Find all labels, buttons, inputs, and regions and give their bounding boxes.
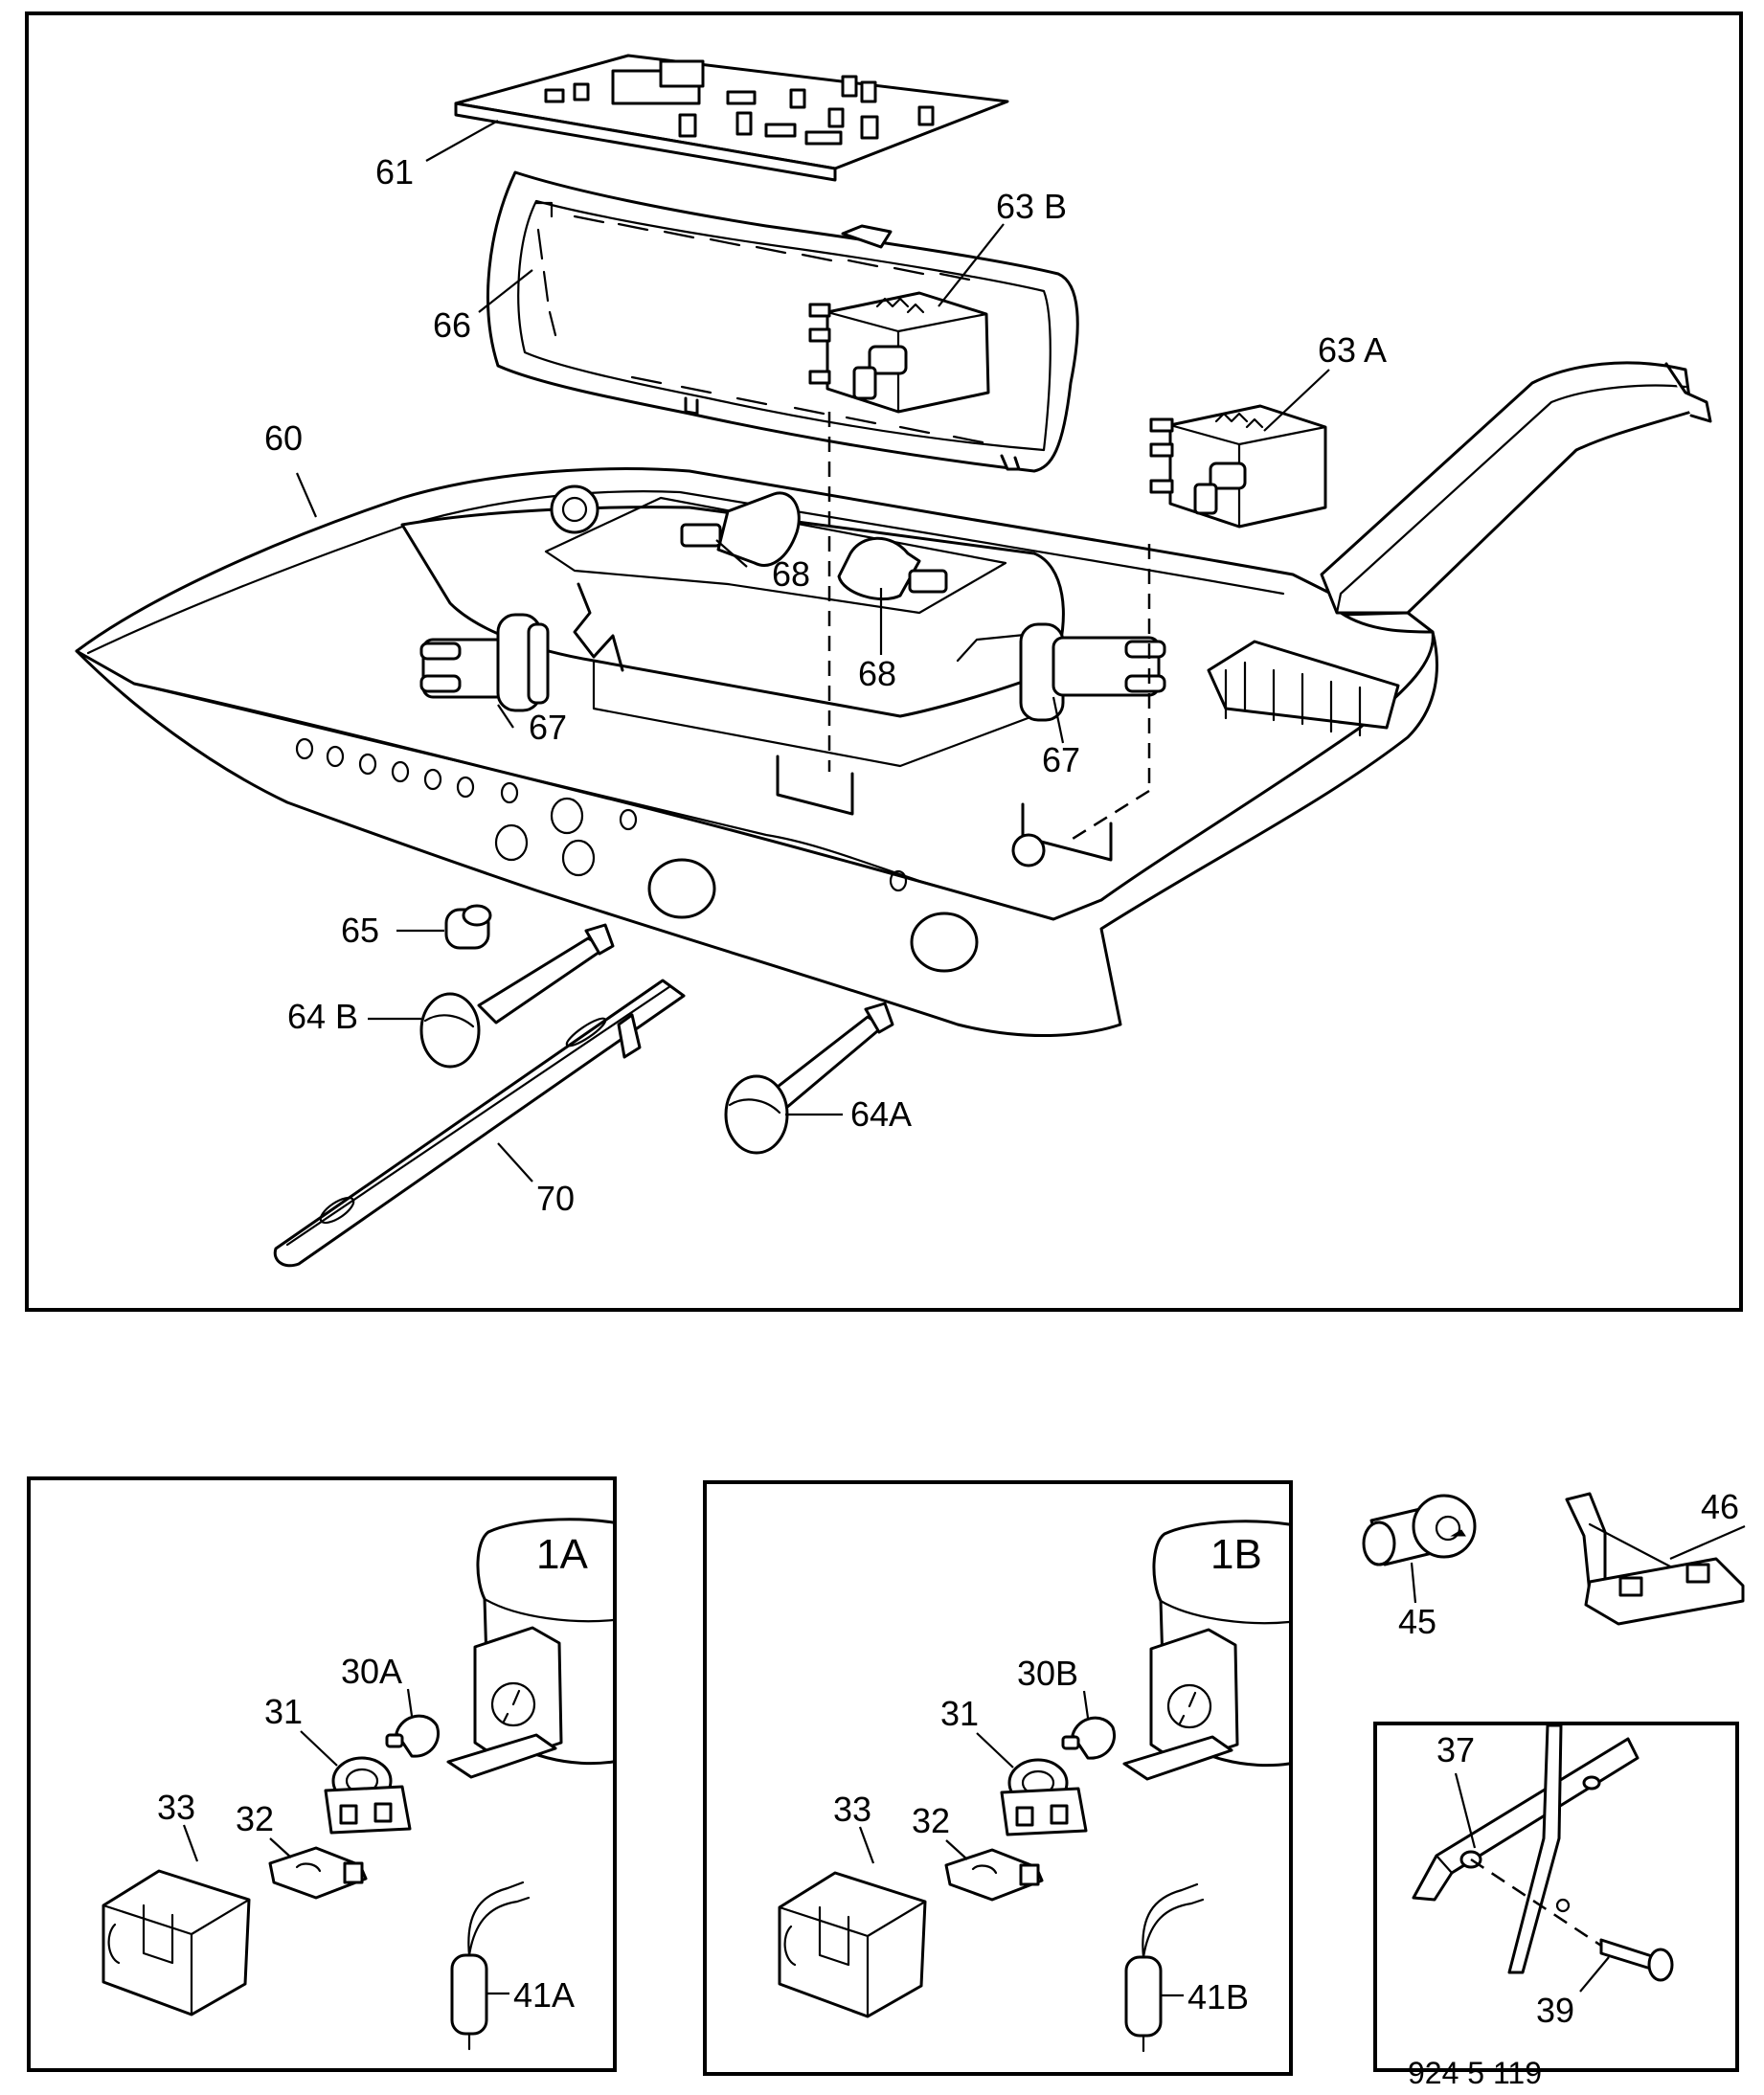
panel-1B-callout-32: 32 — [912, 1801, 950, 1840]
callout-63A: 63 A — [1318, 330, 1387, 370]
leader-45 — [1410, 1562, 1417, 1604]
leader-46 — [1669, 1524, 1746, 1561]
shield-plate-slots — [534, 201, 984, 444]
callout-45: 45 — [1398, 1602, 1436, 1641]
callout-63B: 63 B — [996, 187, 1067, 226]
callout-68-bottom: 68 — [858, 654, 896, 693]
panel-1B-title: 1B — [1210, 1531, 1262, 1578]
panel-1A-parts — [102, 1518, 615, 2051]
slider-bar-part-70 — [273, 979, 686, 1268]
panel-1A-frame — [27, 1476, 617, 2072]
housing-vent-holes — [295, 737, 908, 892]
callout-70: 70 — [536, 1179, 575, 1218]
callout-46: 46 — [1701, 1487, 1739, 1526]
panel-1B-callout-31: 31 — [940, 1694, 979, 1733]
lamp-holder-part-67-left — [419, 582, 624, 712]
panel-1B-parts — [778, 1520, 1291, 2053]
circuit-board-part-61 — [454, 54, 1009, 182]
thermostat-part-63B — [808, 291, 990, 414]
panel-1A-callout-31: 31 — [264, 1692, 303, 1731]
panel-1A-callout-41A: 41A — [513, 1975, 575, 2015]
callout-60: 60 — [264, 418, 303, 458]
callout-64A: 64A — [850, 1094, 912, 1134]
callout-64B: 64 B — [287, 997, 358, 1036]
main-view-frame — [25, 11, 1743, 1312]
shield-plate-part-66 — [486, 170, 1079, 473]
detail-panel-frame — [1373, 1722, 1739, 2072]
cap-part-65 — [444, 904, 492, 950]
assembly-guide-lines — [827, 412, 1151, 841]
panel-1A-callout-33: 33 — [157, 1788, 195, 1827]
detail-panel-leaders — [1454, 1772, 1610, 1993]
rivet-part-45 — [1362, 1494, 1477, 1566]
callout-67-left: 67 — [529, 708, 567, 747]
drawing-number: 924 5 119 — [1408, 2056, 1542, 2090]
panel-1B-callout-41B: 41B — [1187, 1977, 1249, 2016]
callout-leaders — [295, 120, 1330, 1183]
lamp-part-68-right — [837, 536, 948, 600]
panel-1A-leaders — [182, 1688, 509, 1995]
knob-part-64A — [724, 1002, 894, 1155]
callout-67-right: 67 — [1042, 740, 1080, 779]
callout-68-top: 68 — [772, 554, 810, 594]
screw-part-39 — [1470, 1858, 1674, 1982]
thermostat-part-63A — [1149, 404, 1327, 529]
callout-66: 66 — [433, 305, 471, 345]
panel-1B-callout-30B: 30B — [1017, 1654, 1078, 1693]
panel-1B-frame — [703, 1480, 1293, 2076]
knob-part-64B — [419, 923, 615, 1069]
panel-1B-leaders — [858, 1690, 1184, 1997]
callout-61: 61 — [375, 152, 414, 191]
rail-part-37 — [1412, 1723, 1640, 1974]
panel-1A-title: 1A — [536, 1531, 588, 1578]
bracket-part-46 — [1565, 1492, 1745, 1626]
panel-1A-callout-32: 32 — [236, 1799, 274, 1838]
callout-39: 39 — [1536, 1991, 1574, 2030]
panel-1A-callout-30A: 30A — [341, 1652, 402, 1691]
housing-part-60 — [75, 361, 1712, 1038]
panel-1B-callout-33: 33 — [833, 1790, 871, 1829]
callout-65: 65 — [341, 911, 379, 950]
lamp-part-68-left — [680, 491, 801, 567]
lamp-holder-part-67-right — [1019, 622, 1166, 722]
callout-37: 37 — [1436, 1730, 1475, 1769]
